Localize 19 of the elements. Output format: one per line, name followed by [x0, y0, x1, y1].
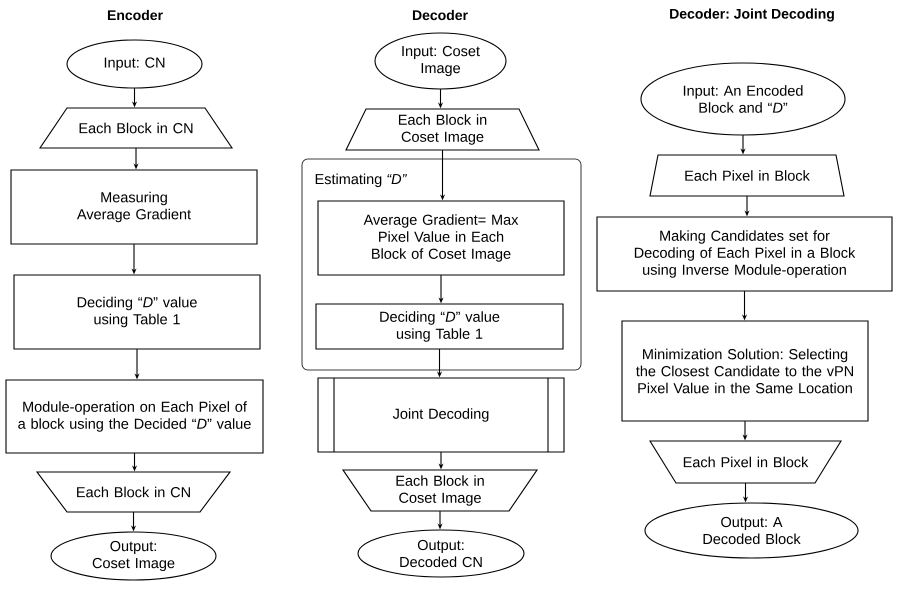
- terminator-oval: Output: Coset Image: [50, 531, 217, 581]
- process-box: Making Candidates set for Decoding of Each Pixel in a Block using Inverse Module-operation: [596, 216, 893, 292]
- process-box: Minimization Solution: Selecting the Closest Candidate to the vPN Pixel Value in the Same Location: [621, 320, 869, 422]
- column-title: Decoder: Joint Decoding: [670, 8, 834, 22]
- loop-start-trapezoid: Each Block in Coset Image: [345, 108, 540, 151]
- column-title: Encoder: [108, 10, 163, 20]
- terminator-oval: Input: CN: [66, 39, 203, 89]
- process-box: Average Gradient= Max Pixel Value in Each Block of Coset Image: [317, 200, 565, 276]
- process-box: Deciding “D” value using Table 1: [13, 274, 261, 350]
- subprocess-box: Joint Decoding: [317, 377, 565, 453]
- terminator-oval: Output: Decoded CN: [357, 529, 525, 578]
- process-box: Module-operation on Each Pixel of a block using the Decided “D” value: [5, 379, 264, 454]
- loop-start-trapezoid: Each Pixel in Block: [649, 154, 845, 197]
- process-box: Deciding “D” value using Table 1: [315, 303, 564, 350]
- loop-end-trapezoid: Each Pixel in Block: [649, 440, 842, 484]
- terminator-oval: Output: A Decoded Block: [644, 502, 859, 559]
- terminator-oval: Input: An Encoded Block and “D”: [640, 62, 846, 136]
- terminator-oval: Input: Coset Image: [374, 32, 507, 90]
- process-box: Measuring Average Gradient: [10, 169, 258, 245]
